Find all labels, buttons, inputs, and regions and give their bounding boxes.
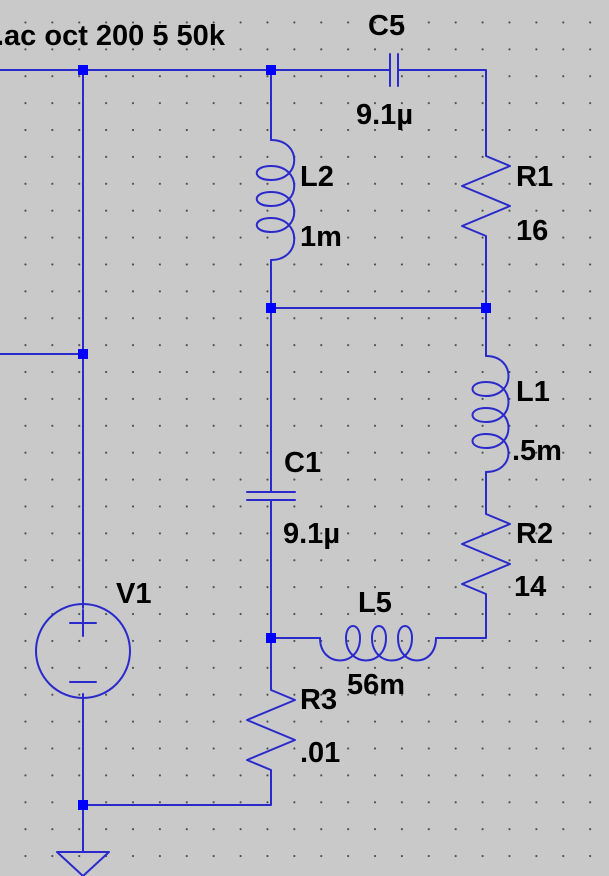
junctions bbox=[78, 65, 491, 810]
inductor-l1[interactable] bbox=[471, 355, 510, 473]
wire-r2-bottom bbox=[435, 603, 487, 639]
resistor-r2[interactable] bbox=[461, 507, 511, 605]
inductor-l5[interactable] bbox=[319, 625, 437, 662]
junction-dot bbox=[481, 303, 491, 313]
wire-bottom bbox=[82, 785, 272, 806]
c5-value: 9.1µ bbox=[356, 99, 413, 131]
c1-value: 9.1µ bbox=[283, 518, 340, 550]
r3-name: R3 bbox=[300, 684, 337, 716]
l2-value: 1m bbox=[300, 221, 342, 253]
r2-name: R2 bbox=[516, 518, 553, 550]
inductor-l2[interactable] bbox=[255, 139, 296, 261]
r3-value: .01 bbox=[300, 737, 340, 769]
junction-dot bbox=[78, 65, 88, 75]
junction-dot bbox=[266, 65, 276, 75]
junction-dot bbox=[266, 303, 276, 313]
resistor-r1[interactable] bbox=[461, 149, 511, 247]
l1-value: .5m bbox=[512, 435, 562, 467]
r1-value: 16 bbox=[516, 215, 548, 247]
l1-name: L1 bbox=[516, 376, 550, 408]
ground-icon bbox=[56, 851, 110, 876]
voltage-source-v1[interactable] bbox=[35, 603, 131, 699]
labels: .ac oct 200 5 50k C5 9.1µ L2 1m R1 16 L1… bbox=[0, 10, 562, 769]
junction-dot bbox=[78, 800, 88, 810]
c5-name: C5 bbox=[368, 10, 405, 42]
spice-directive[interactable]: .ac oct 200 5 50k bbox=[0, 20, 226, 52]
l2-name: L2 bbox=[300, 161, 334, 193]
l5-value: 56m bbox=[347, 669, 405, 701]
v1-name: V1 bbox=[116, 578, 151, 610]
r1-name: R1 bbox=[516, 161, 553, 193]
junction-dot bbox=[266, 633, 276, 643]
capacitor-c5[interactable] bbox=[389, 53, 399, 87]
capacitor-c1[interactable] bbox=[246, 491, 296, 501]
resistor-r3[interactable] bbox=[246, 663, 296, 787]
r2-value: 14 bbox=[514, 571, 546, 603]
c1-name: C1 bbox=[284, 447, 321, 479]
wires bbox=[0, 69, 487, 853]
l5-name: L5 bbox=[358, 587, 392, 619]
wire-top bbox=[0, 69, 487, 151]
junction-dot bbox=[78, 349, 88, 359]
